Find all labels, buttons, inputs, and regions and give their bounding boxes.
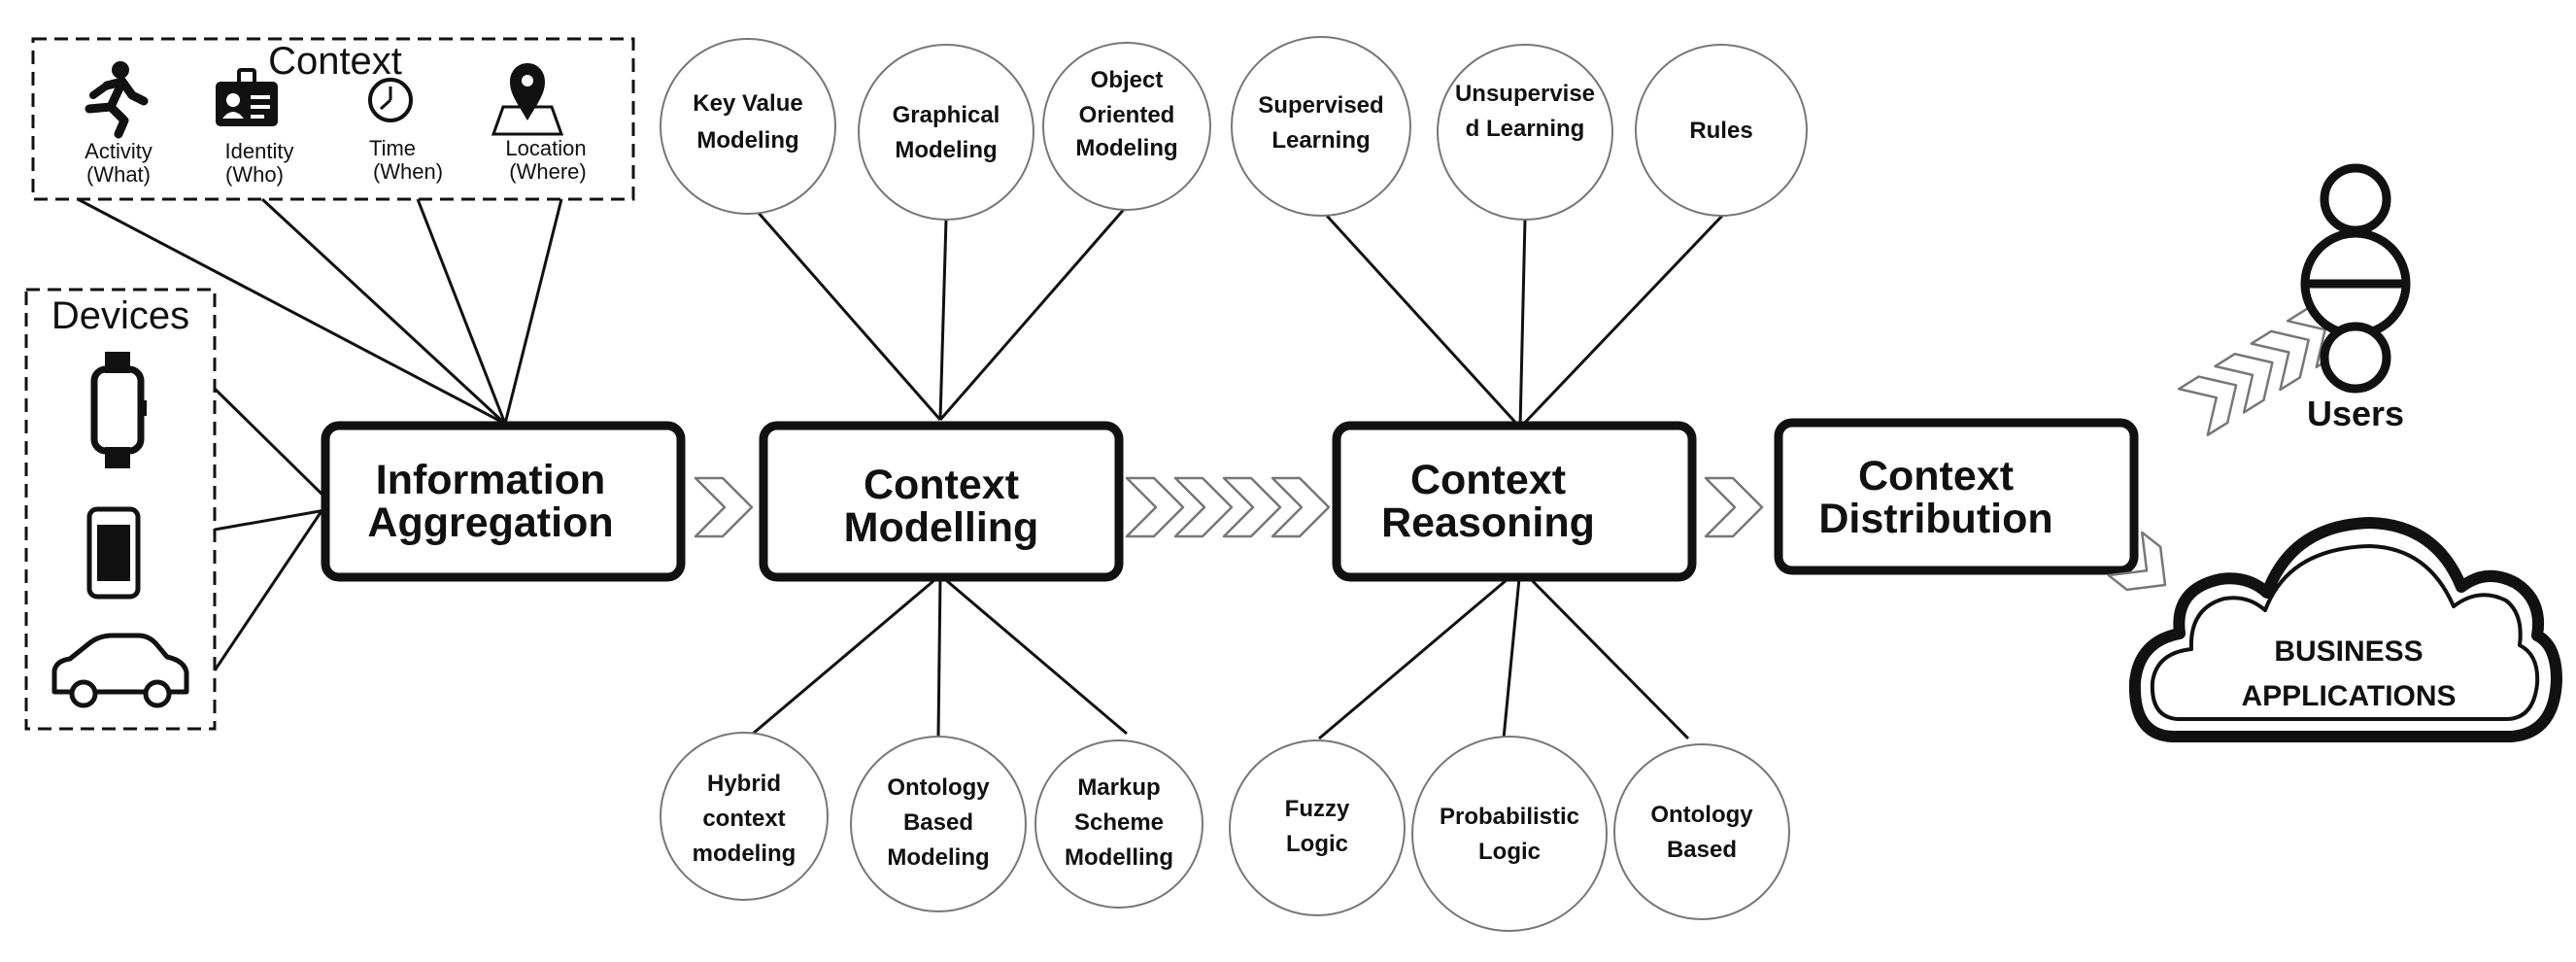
object-oriented-modeling-node: Object Oriented Modeling (1042, 42, 1211, 211)
ontology-based-node: Ontology Based (1613, 743, 1790, 920)
node-label: Markup (1077, 774, 1160, 801)
reasoning-top-circles: Supervised Learning Unsupervise d Learni… (1231, 36, 1808, 221)
context-sub-location: (Where) (509, 159, 586, 184)
cloud-icon (2128, 517, 2562, 742)
car-icon (51, 633, 189, 708)
chevron-right-icon (2177, 375, 2238, 436)
node-label: Oriented (1079, 102, 1175, 128)
node-label: Scheme (1074, 809, 1164, 836)
context-sub-time: (When) (373, 159, 443, 184)
chevron-right-icon (2250, 329, 2310, 392)
stage-label: Aggregation (367, 499, 613, 546)
node-label: Rules (1689, 118, 1752, 144)
chevron-right-icon (1271, 476, 1331, 538)
business-applications-group: BUSINESS APPLICATIONS (2128, 517, 2562, 742)
node-label: Modeling (887, 844, 989, 871)
context-label-time: Time (369, 136, 416, 160)
chevron-right-icon (1125, 476, 1185, 538)
node-label: d Learning (1466, 116, 1585, 142)
stage-label: Distribution (1818, 496, 2052, 542)
node-label: Logic (1478, 839, 1541, 865)
context-group: Context (31, 37, 635, 201)
stage-information-aggregation: Information Aggregation (321, 421, 686, 582)
flow-arrows (694, 307, 2347, 592)
node-label: Logic (1286, 831, 1348, 857)
smartwatch-icon (90, 352, 147, 468)
reasoning-bottom-circles: Fuzzy Logic Probabilistic Logic Ontology… (1229, 736, 1790, 932)
rules-node: Rules (1635, 44, 1808, 217)
node-label: Fuzzy (1285, 796, 1350, 822)
supervised-learning-node: Supervised Learning (1231, 36, 1411, 217)
map-pin-icon (491, 63, 564, 136)
context-sub-activity: (What) (86, 162, 151, 187)
stage-context-reasoning: Context Reasoning (1332, 421, 1697, 582)
node-label: Key Value (693, 90, 802, 117)
user-icon (2300, 163, 2411, 394)
node-label: Object (1091, 67, 1164, 93)
node-label: Ontology (1650, 802, 1753, 828)
users-group: Users (2300, 163, 2411, 433)
stage-label: Modelling (844, 504, 1039, 551)
node-label: modeling (693, 841, 797, 867)
graphical-modeling-node: Graphical Modeling (858, 44, 1034, 221)
context-box (31, 37, 635, 201)
node-label: Ontology (887, 774, 990, 801)
markup-scheme-modelling-node: Markup Scheme Modelling (1034, 739, 1203, 909)
node-label: context (702, 806, 785, 832)
context-sub-identity: (Who) (225, 162, 284, 187)
ontology-based-modeling-node: Ontology Based Modeling (850, 736, 1027, 912)
node-label: Modelling (1065, 844, 1173, 871)
key-value-modeling-node: Key Value Modeling (660, 38, 836, 215)
context-label-identity: Identity (225, 139, 294, 163)
business-label: APPLICATIONS (2241, 680, 2456, 712)
chevron-right-icon (2107, 531, 2167, 592)
smartphone-icon (86, 506, 141, 600)
chevron-right-icon (1173, 476, 1234, 538)
devices-title: Devices (51, 294, 189, 337)
node-label: Modeling (696, 127, 798, 154)
modelling-top-circles: Key Value Modeling Graphical Modeling Ob… (660, 38, 1211, 221)
stage-label: Reasoning (1381, 499, 1595, 546)
connector-lines (77, 197, 1724, 740)
node-label: Graphical (893, 102, 1000, 128)
devices-group: Devices (24, 288, 217, 731)
node-label: Modeling (895, 137, 997, 163)
context-label-location: Location (505, 136, 586, 160)
devices-box (24, 288, 217, 731)
business-label: BUSINESS (2274, 636, 2423, 668)
probabilistic-logic-node: Probabilistic Logic (1411, 736, 1608, 932)
users-label: Users (2307, 394, 2404, 433)
context-label-activity: Activity (85, 139, 153, 163)
chevron-right-icon (2214, 352, 2274, 414)
node-label: Hybrid (707, 771, 781, 797)
clock-icon (368, 78, 413, 122)
node-label: Supervised (1258, 92, 1383, 119)
stage-context-modelling: Context Modelling (759, 421, 1124, 582)
node-label: Probabilistic (1440, 804, 1579, 830)
node-label: Modeling (1075, 135, 1177, 161)
modelling-bottom-circles: Hybrid context modeling Ontology Based M… (660, 732, 1203, 912)
node-label: Based (1667, 837, 1737, 863)
stage-label: Context (1410, 457, 1566, 503)
chevron-right-icon (694, 476, 754, 538)
node-label: Learning (1271, 127, 1370, 154)
context-title: Context (268, 40, 402, 83)
chevron-right-icon (1704, 476, 1764, 538)
stage-context-distribution: Context Distribution (1774, 418, 2139, 575)
hybrid-context-modeling-node: Hybrid context modeling (660, 732, 829, 901)
chevron-right-icon (1222, 476, 1282, 538)
unsupervised-learning-node: Unsupervise d Learning (1437, 44, 1613, 221)
id-badge-icon (216, 68, 278, 126)
fuzzy-logic-node: Fuzzy Logic (1229, 739, 1406, 916)
node-label: Unsupervise (1455, 81, 1595, 107)
stage-label: Information (376, 457, 605, 503)
node-label: Based (903, 809, 973, 836)
running-person-icon (85, 61, 149, 139)
stage-label: Context (864, 462, 1019, 508)
stage-label: Context (1858, 453, 2014, 499)
